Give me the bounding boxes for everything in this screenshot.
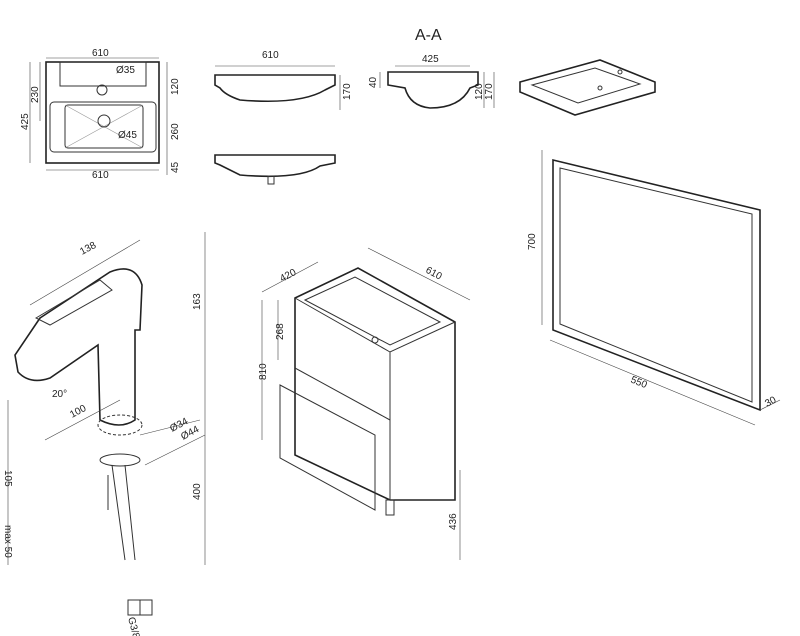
section-title: A-A bbox=[415, 27, 442, 44]
section-dim-rim: 40 bbox=[368, 76, 379, 88]
dim-depth: 425 bbox=[20, 113, 31, 130]
faucet-dim-hose: 400 bbox=[192, 483, 203, 500]
section-dim-height: 170 bbox=[484, 83, 495, 100]
section-dim-bowl: 120 bbox=[474, 83, 485, 100]
front-dim-width: 610 bbox=[262, 50, 279, 61]
dim-front: 45 bbox=[170, 161, 181, 173]
dim-bowl: 260 bbox=[170, 123, 181, 140]
faucet-dim-height: 163 bbox=[192, 293, 203, 310]
faucet-dim-spout-height: 105 bbox=[2, 470, 13, 487]
faucet-dim-length: 138 bbox=[78, 240, 98, 258]
basin-front-view: 610 170 bbox=[214, 50, 353, 185]
mirror: 700 550 30 bbox=[527, 150, 781, 426]
faucet-dim-angle: 20° bbox=[52, 389, 67, 400]
front-dim-height: 170 bbox=[342, 83, 353, 100]
mirror-dim-depth: 30 bbox=[763, 395, 778, 410]
dim-tap-hole: Ø35 bbox=[116, 65, 135, 76]
basin-isometric bbox=[519, 59, 656, 116]
dim-width-top: 610 bbox=[92, 48, 109, 59]
cabinet-dim-height: 810 bbox=[258, 363, 269, 380]
basin-section-a-a: A-A 425 40 120 170 bbox=[368, 27, 495, 109]
dim-tap-offset: 230 bbox=[30, 86, 41, 103]
faucet-dim-max: max 50 bbox=[2, 525, 13, 558]
cabinet-dim-bottom: 436 bbox=[448, 513, 459, 530]
vanity-cabinet: 420 610 268 810 436 bbox=[258, 247, 471, 560]
dim-back: 120 bbox=[170, 78, 181, 95]
faucet-drawing: 138 163 20° 100 Ø34 Ø44 105 400 max 50 G… bbox=[2, 232, 206, 636]
cabinet-dim-drawer: 268 bbox=[275, 323, 286, 340]
dim-drain: Ø45 bbox=[118, 130, 137, 141]
mirror-dim-height: 700 bbox=[527, 233, 538, 250]
cabinet-dim-depth: 420 bbox=[278, 267, 298, 285]
mirror-dim-width: 550 bbox=[629, 375, 649, 392]
faucet-dim-reach: 100 bbox=[68, 403, 88, 421]
dim-width-bottom: 610 bbox=[92, 170, 109, 181]
faucet-dim-thread: G3/8 bbox=[125, 616, 141, 636]
cabinet-dim-width: 610 bbox=[424, 265, 444, 283]
basin-top-view: 610 610 Ø35 Ø45 425 230 120 260 45 bbox=[20, 48, 181, 181]
section-dim-width: 425 bbox=[422, 54, 439, 65]
